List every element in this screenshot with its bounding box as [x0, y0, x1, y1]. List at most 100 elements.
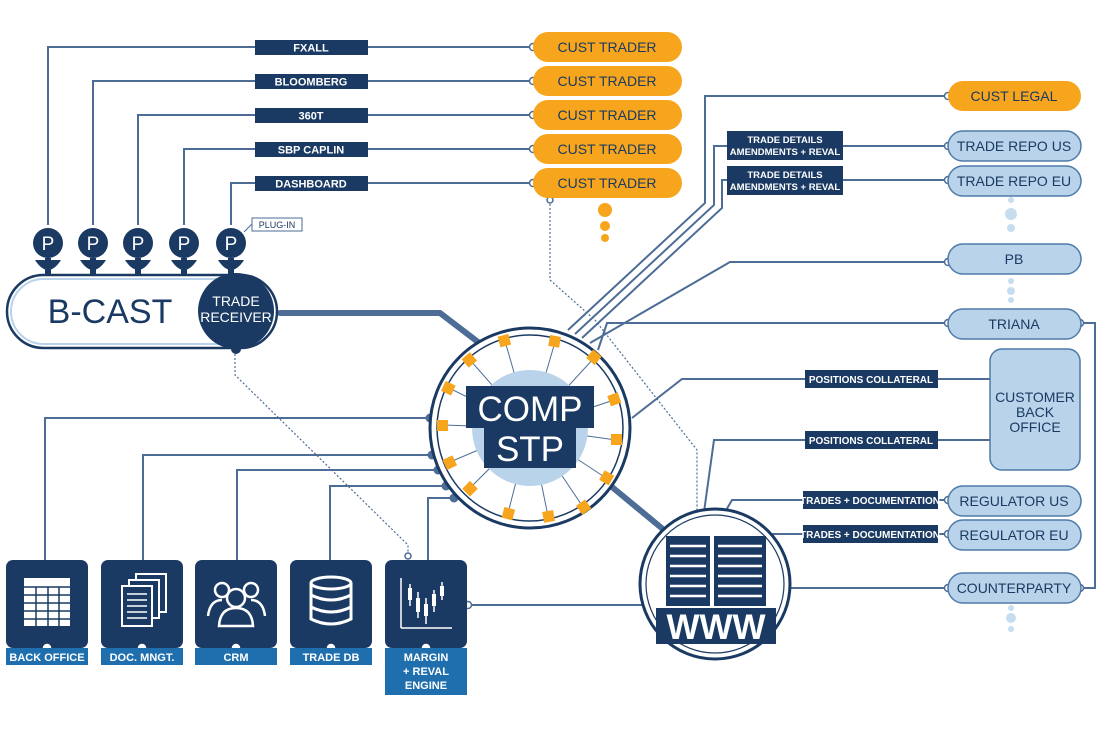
thick-links — [277, 310, 667, 533]
channel-label: BLOOMBERG — [275, 77, 348, 89]
connector-doc-mngt — [142, 454, 438, 560]
channel-bloomberg: BLOOMBERG — [255, 74, 368, 89]
plugin-letter: P — [225, 234, 238, 255]
cust-trader-label: CUST TRADER — [557, 39, 656, 55]
flow-label-text: POSITIONS COLLATERAL — [809, 375, 933, 386]
link-hub-www — [609, 484, 667, 533]
module-label: TRADE DB — [303, 652, 360, 664]
connector-pb — [589, 261, 948, 344]
plugin-letter: P — [178, 234, 191, 255]
link-receiver-hub — [277, 310, 481, 345]
cust-trader-label: CUST TRADER — [557, 141, 656, 157]
continuation-dot — [1008, 278, 1014, 284]
continuation-dot — [1008, 197, 1014, 203]
cust-trader-label: CUST TRADER — [557, 175, 656, 191]
bcast-title: B-CAST — [48, 293, 173, 331]
connector-bloomberg — [92, 80, 533, 225]
trade-details-line1: TRADE DETAILS — [747, 135, 822, 146]
documents-icon — [121, 573, 167, 627]
module-label-line2: + REVAL — [403, 666, 449, 678]
www-block: WWW — [638, 507, 792, 661]
cust-trader-pill: CUST TRADER — [533, 134, 682, 164]
channel-360t: 360T — [255, 108, 368, 123]
www-inner-ring — [645, 514, 785, 654]
module-label: BACK OFFICE — [9, 652, 84, 664]
trades-documentation-label: TRADES + DOCUMENTATION — [800, 491, 940, 509]
trade-details-line2: AMENDMENTS + REVAL — [730, 147, 841, 158]
connector-cust-legal — [567, 95, 948, 331]
channel-label: 360T — [298, 111, 323, 123]
cust-legal-pill: CUST LEGAL — [948, 81, 1081, 111]
node-triana: TRIANA — [947, 308, 1082, 340]
cust-trader-pills: CUST TRADER CUST TRADER CUST TRADER CUST… — [533, 32, 682, 242]
connector-margin — [427, 497, 457, 560]
node-counterparty: COUNTERPARTY — [947, 572, 1082, 604]
plugin-letter: P — [132, 234, 145, 255]
hub-label-line1: COMP — [478, 390, 583, 429]
node-label: REGULATOR US — [959, 493, 1068, 509]
node-label: REGULATOR EU — [959, 527, 1068, 543]
cust-legal-label: CUST LEGAL — [971, 88, 1058, 104]
light-nodes: TRADE REPO US TRADE REPO EU PB TRIANA CU… — [947, 130, 1082, 632]
server-icon — [656, 536, 776, 644]
flow-labels: POSITIONS COLLATERAL POSITIONS COLLATERA… — [800, 370, 940, 543]
continuation-dots-light — [1005, 197, 1017, 632]
plugin-360t: P — [123, 228, 153, 276]
module-back-office: BACK OFFICE — [6, 560, 88, 665]
dotted-lines — [234, 200, 698, 560]
node-label: COUNTERPARTY — [957, 580, 1072, 596]
plugin-letter: P — [42, 234, 55, 255]
continuation-dot — [600, 221, 610, 231]
channel-label: DASHBOARD — [275, 179, 347, 191]
flow-label-text: POSITIONS COLLATERAL — [809, 436, 933, 447]
receiver-port — [231, 344, 241, 354]
cust-trader-pill: CUST TRADER — [533, 32, 682, 62]
spreadsheet-icon — [24, 578, 70, 626]
continuation-dot — [601, 234, 609, 242]
node-trade-repo-eu: TRADE REPO EU — [947, 165, 1082, 197]
module-label: CRM — [223, 652, 248, 664]
node-label: TRADE REPO EU — [957, 173, 1071, 189]
hub-label-box-stp — [484, 428, 576, 468]
flow-label-text: TRADES + DOCUMENTATION — [800, 496, 940, 507]
node-customer-back-office: CUSTOMER BACK OFFICE — [989, 348, 1081, 471]
trade-receiver-line1: TRADE — [212, 293, 259, 309]
cust-trader-label: CUST TRADER — [557, 107, 656, 123]
node-trade-repo-us: TRADE REPO US — [947, 130, 1082, 162]
node-label-line2: BACK — [1016, 404, 1055, 420]
module-label-line3: ENGINE — [405, 680, 447, 692]
cust-trader-pill: CUST TRADER — [533, 66, 682, 96]
node-label-line1: CUSTOMER — [995, 389, 1075, 405]
connector-back-office — [44, 417, 438, 560]
trade-details-line2: AMENDMENTS + REVAL — [730, 182, 841, 193]
connector-dashboard — [230, 182, 533, 225]
joint-dot — [404, 552, 412, 560]
bcast-block: B-CAST TRADE RECEIVER — [5, 273, 279, 354]
plugins: P P P P P PLUG-IN — [33, 217, 303, 276]
positions-collateral-label: POSITIONS COLLATERAL — [805, 370, 938, 388]
channel-label: SBP CAPLIN — [278, 145, 344, 157]
channel-sbp-caplin: SBP CAPLIN — [255, 142, 368, 157]
trade-receiver-line2: RECEIVER — [200, 309, 272, 325]
connector-trade-repo-eu — [581, 179, 948, 339]
plugin-sbp-caplin: P — [169, 228, 199, 276]
continuation-dot — [1008, 297, 1014, 303]
connector-crm — [236, 469, 442, 560]
comp-stp-hub: COMP STP — [428, 326, 632, 530]
continuation-dot — [598, 203, 612, 217]
cust-trader-label: CUST TRADER — [557, 73, 656, 89]
database-icon — [309, 575, 353, 626]
channel-labels: FXALL BLOOMBERG 360T SBP CAPLIN DASHBOAR… — [255, 40, 368, 191]
connector-triana — [597, 322, 948, 351]
plugin-letter: P — [87, 234, 100, 255]
hub-nodes — [437, 333, 622, 523]
users-icon — [206, 581, 267, 628]
module-trade-db: TRADE DB — [290, 560, 372, 665]
channel-dashboard: DASHBOARD — [255, 176, 368, 191]
plugin-fxall: P — [33, 228, 63, 276]
trade-details-box: TRADE DETAILS AMENDMENTS + REVAL — [727, 166, 843, 195]
cust-trader-pill: CUST TRADER — [533, 100, 682, 130]
module-label: DOC. MNGT. — [110, 652, 175, 664]
node-label-line3: OFFICE — [1009, 419, 1060, 435]
